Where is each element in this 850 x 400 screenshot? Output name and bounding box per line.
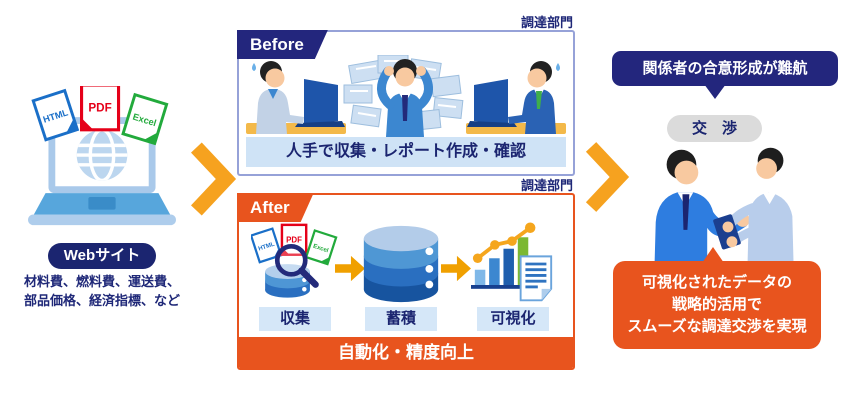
web-site-label: Webサイト: [48, 243, 156, 269]
pdf-file-icon: PDF: [80, 86, 121, 132]
bubble-tail-down: [704, 84, 726, 99]
laptop-touchpad: [88, 196, 116, 210]
svg-text:HTML: HTML: [258, 242, 276, 253]
report-document-icon: [519, 255, 553, 302]
result-line1: 可視化されたデータの: [641, 274, 792, 291]
before-banner: Before: [237, 30, 328, 59]
result-speech-bubble: 可視化されたデータの 戦略的活用で スムーズな調達交渉を実現: [613, 261, 821, 349]
step-label-accumulate: 蓄積: [365, 307, 437, 331]
problem-speech-bubble: 関係者の合意形成が難航: [612, 51, 838, 86]
svg-text:PDF: PDF: [286, 236, 302, 245]
negotiation-people-illustration: [653, 147, 795, 294]
worker-right-icon: [466, 61, 566, 134]
department-label-before: 調達部門: [520, 15, 573, 30]
globe-icon: [76, 129, 128, 181]
manual-work-illustration: [246, 55, 566, 137]
flow-chevron-icon: [191, 142, 237, 216]
after-footer-caption: 自動化・精度向上: [239, 337, 573, 368]
magnifier-icon: [274, 243, 319, 288]
department-label-after: 調達部門: [520, 178, 573, 193]
laptop-web-sources-illustration: HTML PDF Excel: [28, 86, 176, 226]
svg-text:Excel: Excel: [312, 244, 329, 255]
bubble-tail-up: [702, 247, 724, 263]
after-banner: After: [237, 193, 314, 222]
source-description-line2: 部品価格、経済指標、など: [23, 293, 180, 308]
negotiation-label: 交 渉: [667, 115, 762, 142]
result-line3: スムーズな調達交渉を実現: [627, 318, 807, 335]
result-line2: 戦略的活用で: [671, 296, 762, 313]
flow-chevron-icon: [585, 142, 630, 212]
chart-report-illustration: [471, 222, 553, 302]
excel-file-icon: Excel: [121, 92, 169, 146]
excel-file-icon: Excel: [304, 229, 338, 266]
step-label-visualize: 可視化: [477, 307, 549, 331]
before-panel: Before: [237, 30, 575, 176]
database-large-icon: [363, 225, 439, 303]
step-label-collect: 収集: [259, 307, 331, 331]
html-file-icon: HTML: [31, 88, 80, 142]
source-description: 材料費、燃料費、運送費、 部品価格、経済指標、など: [2, 272, 202, 310]
step-arrow-icon: [441, 255, 471, 282]
step-arrow-icon: [335, 255, 365, 282]
collect-step-illustration: HTML PDF Excel: [251, 223, 338, 298]
svg-text:PDF: PDF: [88, 101, 111, 114]
worker-left-icon: [246, 61, 346, 134]
stressed-worker-icon: [343, 55, 464, 137]
before-caption: 人手で収集・レポート作成・確認: [246, 137, 566, 167]
after-panel: After HTML PDF Excel: [237, 193, 575, 370]
source-description-line1: 材料費、燃料費、運送費、: [23, 274, 180, 289]
